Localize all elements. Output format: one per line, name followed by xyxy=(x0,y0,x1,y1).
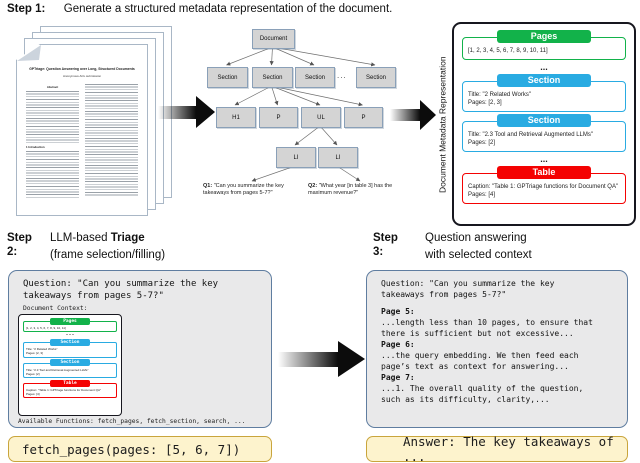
page7-label: Page 7: xyxy=(381,373,415,382)
step3-title-line1: Question answering xyxy=(425,232,527,244)
frame-line: Pages: [2, 3] xyxy=(26,351,43,356)
step2-label: Step 2: xyxy=(7,232,32,258)
tree-node-section: Section xyxy=(252,67,293,88)
tree-node-ul: UL xyxy=(301,107,341,128)
tree-node-section: Section xyxy=(356,67,396,88)
paper-title: GPTriage: Question Answering over Long, … xyxy=(29,67,135,71)
question2-label: Q2: xyxy=(308,183,318,189)
tree-node-li: LI xyxy=(276,147,316,168)
metadata-ellipsis: ... xyxy=(540,153,548,164)
frame-line: Caption: "Table 1: GPTriage functions fo… xyxy=(26,388,102,393)
tree-ellipsis: ... xyxy=(337,71,347,80)
tree-node-section: Section xyxy=(295,67,335,88)
mini-metadata-panel: [1, 2, 3, 4, 5, 6, 7, 8, 9, 10, 11] Page… xyxy=(18,314,122,416)
metadata-frame-section: Title: "2 Related Works" Pages: [2, 3] S… xyxy=(462,73,626,112)
frame-type-badge: Table xyxy=(497,165,591,179)
page6-line: ...the query embedding. We then feed eac… xyxy=(381,351,579,360)
step2-title-line2: (frame selection/filling) xyxy=(50,249,166,261)
metadata-frame-section: Title: "2.3 Tool and Retrieval Augmented… xyxy=(462,113,626,152)
page5-line: ...length less than 10 pages, to ensure … xyxy=(381,318,593,327)
frame-line: Pages: [4] xyxy=(26,392,40,397)
frame-line: Title: "2 Related Works" xyxy=(468,91,531,98)
mini-frame-section: Title: "2 Related Works" Pages: [2, 3] S… xyxy=(23,338,117,358)
question1-annotation: Q1: "Can you summarize the key takeaways… xyxy=(203,183,300,197)
frame-type-badge: Section xyxy=(50,359,90,367)
tree-node-h1: H1 xyxy=(216,107,256,128)
paper-text-lines xyxy=(85,84,138,198)
paper-right-column xyxy=(85,83,138,199)
tree-node-p: P xyxy=(344,107,383,128)
metadata-ellipsis: ... xyxy=(540,61,548,72)
frame-type-badge: Table xyxy=(50,379,90,387)
frame-line: Caption: "Table 1: GPTriage functions fo… xyxy=(468,183,619,190)
frame-type-badge: Section xyxy=(497,113,591,127)
frame-line: Title: "2.3 Tool and Retrieval Augmented… xyxy=(26,367,89,372)
abstract-heading: Abstract xyxy=(46,85,59,90)
document-context-label: Document Context: xyxy=(23,305,88,312)
metadata-frame-table: Caption: "Table 1: GPTriage functions fo… xyxy=(462,165,626,204)
question2-text: "What year [in table 3] has the maximum … xyxy=(308,183,393,196)
step3-label: Step 3: xyxy=(373,232,398,258)
arrow-triage-to-answer xyxy=(278,341,366,378)
tree-node-section: Section xyxy=(207,67,248,88)
frame-line: Pages: [2, 3] xyxy=(468,100,502,106)
mini-frame-table: Caption: "Table 1: GPTriage functions fo… xyxy=(23,379,117,399)
step1-heading: Step 1: Generate a structured metadata r… xyxy=(7,2,392,16)
arrow-tree-to-metadata xyxy=(390,100,436,130)
paper-subtitle: Anonymous ACL submission xyxy=(62,74,102,79)
answer-question-line2: takeaways from pages 5-7?" xyxy=(381,290,507,299)
question1-text: "Can you summarize the key takeaways fro… xyxy=(203,183,284,196)
mini-frame-section: Title: "2.3 Tool and Retrieval Augmented… xyxy=(23,359,117,379)
tree-node-document: Document xyxy=(252,29,295,49)
page5-label: Page 5: xyxy=(381,307,415,316)
page6-label: Page 6: xyxy=(381,340,415,349)
arrow-doc-to-tree xyxy=(158,96,216,129)
paper-page-front: GPTriage: Question Answering over Long, … xyxy=(16,44,148,216)
paper-body-columns: Abstract 1 Introduction xyxy=(26,83,138,200)
frame-line: [1, 2, 3, 4, 5, 6, 7, 8, 9, 10, 11] xyxy=(468,48,548,54)
document-metadata-panel: [1, 2, 3, 4, 5, 6, 7, 8, 9, 10, 11] Page… xyxy=(452,22,636,226)
answer-question-line1: Question: "Can you summarize the key xyxy=(381,279,555,288)
step3-title-line2: with selected context xyxy=(425,249,532,261)
triage-question-line2: takeaways from pages 5-7?" xyxy=(23,291,164,301)
question2-annotation: Q2: "What year [in table 3] has the maxi… xyxy=(308,183,402,197)
metadata-frame-pages: [1, 2, 3, 4, 5, 6, 7, 8, 9, 10, 11] Page… xyxy=(462,30,626,60)
triage-panel: Question: "Can you summarize the key tak… xyxy=(8,270,272,428)
answer-panel: Question: "Can you summarize the key tak… xyxy=(366,270,628,428)
mini-frame-pages: [1, 2, 3, 4, 5, 6, 7, 8, 9, 10, 11] Page… xyxy=(23,317,117,333)
step1-label: Step 1: xyxy=(7,3,46,15)
tree-node-p: P xyxy=(259,107,298,128)
frame-box: Caption: "Table 1: GPTriage functions fo… xyxy=(462,172,626,204)
metadata-side-label: Document Metadata Representation xyxy=(437,56,448,194)
frame-type-badge: Pages xyxy=(50,317,90,325)
question1-label: Q1: xyxy=(203,183,213,189)
paper-left-column: Abstract 1 Introduction xyxy=(26,83,79,200)
function-call-callout: fetch_pages(pages: [5, 6, 7]) xyxy=(8,436,272,462)
frame-line: [1, 2, 3, 4, 5, 6, 7, 8, 9, 10, 11] xyxy=(26,326,66,330)
frame-type-badge: Section xyxy=(497,73,591,87)
introduction-heading: 1 Introduction xyxy=(26,145,45,150)
frame-line: Pages: [2] xyxy=(468,140,496,146)
frame-type-badge: Section xyxy=(50,338,90,346)
page7-line: such as its difficulty, clarity,... xyxy=(381,395,550,404)
frame-line: Title: "2.3 Tool and Retrieval Augmented… xyxy=(468,131,593,138)
frame-line: Title: "2 Related Works" xyxy=(26,347,58,352)
tree-node-li: LI xyxy=(318,147,358,168)
page5-line: there is sufficient but not excessive... xyxy=(381,329,574,338)
triage-question-line1: Question: "Can you summarize the key xyxy=(23,279,219,289)
step2-title-line1: LLM-based Triage xyxy=(50,232,145,244)
paper-text-lines xyxy=(26,91,79,144)
mini-ellipsis: ... xyxy=(65,331,75,338)
page6-line: page’s text as context for answering... xyxy=(381,362,569,371)
frame-line: Pages: [4] xyxy=(468,192,496,198)
step1-title: Generate a structured metadata represent… xyxy=(63,3,393,15)
frame-line: Pages: [2] xyxy=(26,371,40,376)
frame-type-badge: Pages xyxy=(497,30,591,43)
paper-text-lines xyxy=(26,151,79,200)
available-functions-line: Available Functions: fetch_pages, fetch_… xyxy=(18,418,246,425)
answer-callout: Answer: The key takeaways of ... xyxy=(366,434,628,463)
page7-line: ...1. The overall quality of the questio… xyxy=(381,384,584,393)
